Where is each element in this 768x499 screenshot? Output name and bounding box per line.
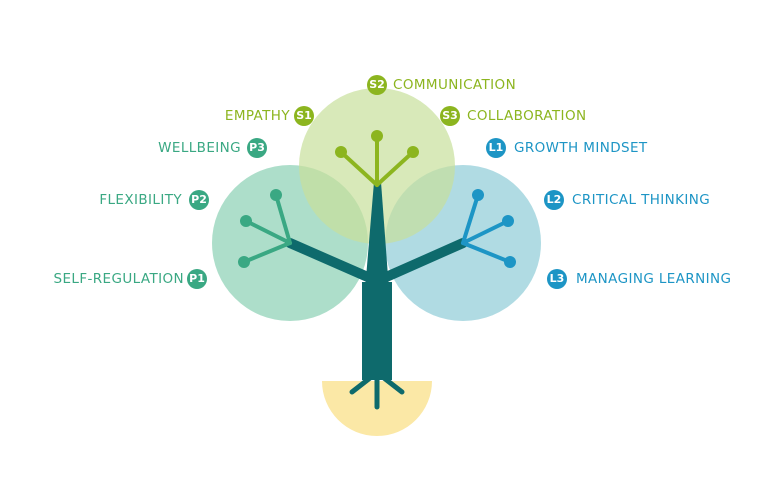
badge-l2: L2 xyxy=(544,190,564,210)
badge-l1: L1 xyxy=(486,138,506,158)
badge-p3: P3 xyxy=(247,138,267,158)
label-managing-learning: MANAGING LEARNING xyxy=(576,271,732,287)
label-communication: COMMUNICATION xyxy=(393,77,517,93)
badge-p2: P2 xyxy=(189,190,209,210)
label-growth-mindset: GROWTH MINDSET xyxy=(514,140,648,156)
badge-s2: S2 xyxy=(367,75,387,95)
label-critical-thinking: CRITICAL THINKING xyxy=(572,192,711,208)
trunk xyxy=(362,282,392,380)
label-collaboration: COLLABORATION xyxy=(467,108,587,124)
label-self-regulation: SELF-REGULATION xyxy=(53,271,184,287)
learning-nodes xyxy=(472,189,516,268)
trunk-top xyxy=(365,182,389,290)
social-twigs xyxy=(339,135,415,187)
social-nodes xyxy=(335,130,419,158)
label-flexibility: FLEXIBILITY xyxy=(99,192,182,208)
personal-nodes xyxy=(238,189,282,268)
label-wellbeing: WELLBEING xyxy=(158,140,241,156)
badge-s3: S3 xyxy=(440,106,460,126)
roots xyxy=(349,372,405,410)
label-empathy: EMPATHY xyxy=(224,108,290,124)
badge-l3: L3 xyxy=(547,269,567,289)
main-branches xyxy=(285,238,468,283)
badge-s1: S1 xyxy=(294,106,314,126)
personal-twigs xyxy=(242,193,292,264)
badge-p1: P1 xyxy=(187,269,207,289)
learning-twigs xyxy=(461,193,512,264)
